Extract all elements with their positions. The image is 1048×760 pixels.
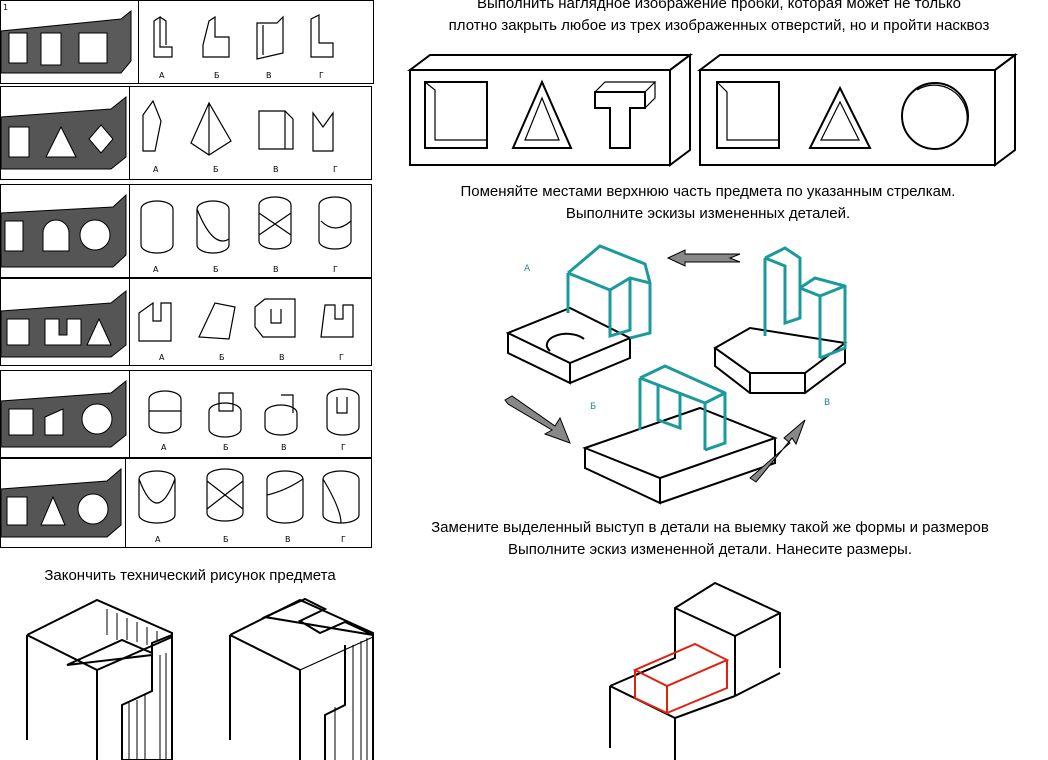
swap-label-v: В bbox=[824, 398, 831, 408]
swap-label-a: А bbox=[524, 264, 531, 274]
row-6-options bbox=[138, 468, 360, 524]
plate-4-drawing bbox=[0, 289, 127, 358]
plate-3-drawing bbox=[0, 193, 127, 268]
task-1-line-2: плотно закрыть любое из трех изображенны… bbox=[448, 17, 990, 34]
task-1-plate-left bbox=[407, 53, 693, 167]
row-1-label-b: Б bbox=[214, 71, 220, 80]
plate-1: 1 bbox=[0, 1, 139, 83]
swap-label-b: Б bbox=[590, 402, 597, 412]
row-4-label-b: Б bbox=[219, 353, 225, 362]
row-3-options bbox=[140, 196, 352, 254]
part-v bbox=[713, 246, 848, 394]
row-2-label-b: Б bbox=[213, 165, 219, 174]
row-1-label-g: Г bbox=[319, 71, 324, 80]
arrow-down-right bbox=[504, 395, 571, 444]
task-4-figure-right bbox=[229, 597, 374, 760]
plate-3 bbox=[0, 185, 130, 277]
row-6-label-g: Г bbox=[341, 535, 346, 544]
row-1-label-v: В bbox=[266, 71, 272, 80]
row-3-label-g: Г bbox=[333, 265, 338, 274]
left-row-1: 1 А Б В Г bbox=[0, 0, 374, 84]
row-4-options bbox=[138, 298, 354, 342]
row-5-label-g: Г bbox=[341, 443, 346, 452]
row-5-label-b: Б bbox=[223, 443, 229, 452]
row-3-label-b: Б bbox=[213, 265, 219, 274]
task-4-figure-left bbox=[26, 598, 173, 760]
task-1-line-1: Выполнить наглядное изображение пробки, … bbox=[477, 0, 961, 12]
task-2-line-2: Выполните эскизы измененных деталей. bbox=[565, 205, 851, 222]
task-3-line-2: Выполните эскиз измененной детали. Нанес… bbox=[507, 541, 913, 558]
plate-2-drawing bbox=[0, 95, 127, 170]
row-4-label-v: В bbox=[279, 353, 285, 362]
plate-5 bbox=[0, 371, 130, 457]
row-5-label-v: В bbox=[281, 443, 287, 452]
task-3-figure bbox=[609, 581, 781, 760]
row-4-label-g: Г bbox=[339, 353, 344, 362]
left-row-3: А Б В Г bbox=[0, 184, 372, 278]
plate-1-drawing bbox=[0, 9, 132, 74]
task-4-title: Закончить технический рисунок предмета bbox=[44, 567, 336, 584]
left-row-5: А Б В Г bbox=[0, 370, 372, 458]
left-row-4: А Б В Г bbox=[0, 278, 372, 366]
left-row-6: А Б В Г bbox=[0, 458, 372, 548]
row-3-label-a: А bbox=[153, 265, 159, 274]
row-6-label-b: Б bbox=[223, 535, 229, 544]
row-2-label-a: А bbox=[153, 165, 159, 174]
plate-4 bbox=[0, 279, 130, 365]
arrow-up-right bbox=[749, 419, 806, 483]
row-1-options bbox=[153, 14, 334, 60]
row-5-label-a: А bbox=[161, 443, 167, 452]
row-6-label-v: В bbox=[285, 535, 291, 544]
task-1-plate-right bbox=[697, 53, 1018, 167]
row-6-label-a: А bbox=[155, 535, 161, 544]
row-2-label-v: В bbox=[273, 165, 279, 174]
swap-figure bbox=[504, 244, 848, 505]
row-1-label-a: А bbox=[159, 71, 165, 80]
task-2-line-1: Поменяйте местами верхнюю часть предмета… bbox=[460, 183, 956, 200]
row-2-label-g: Г bbox=[333, 165, 338, 174]
task-3-line-1: Замените выделенный выступ в детали на в… bbox=[431, 519, 989, 536]
plate-2 bbox=[0, 87, 130, 179]
part-b bbox=[582, 364, 778, 505]
plate-6 bbox=[0, 459, 126, 547]
plate-5-drawing bbox=[0, 379, 127, 448]
left-row-2: А Б В Г bbox=[0, 86, 372, 180]
row-1-number: 1 bbox=[3, 3, 9, 12]
row-5-options bbox=[148, 388, 360, 438]
row-3-label-v: В bbox=[273, 265, 279, 274]
plate-6-drawing bbox=[0, 467, 122, 538]
row-4-label-a: А bbox=[159, 353, 165, 362]
arrow-left bbox=[666, 249, 741, 267]
part-a bbox=[505, 244, 652, 385]
row-2-options bbox=[142, 99, 334, 156]
